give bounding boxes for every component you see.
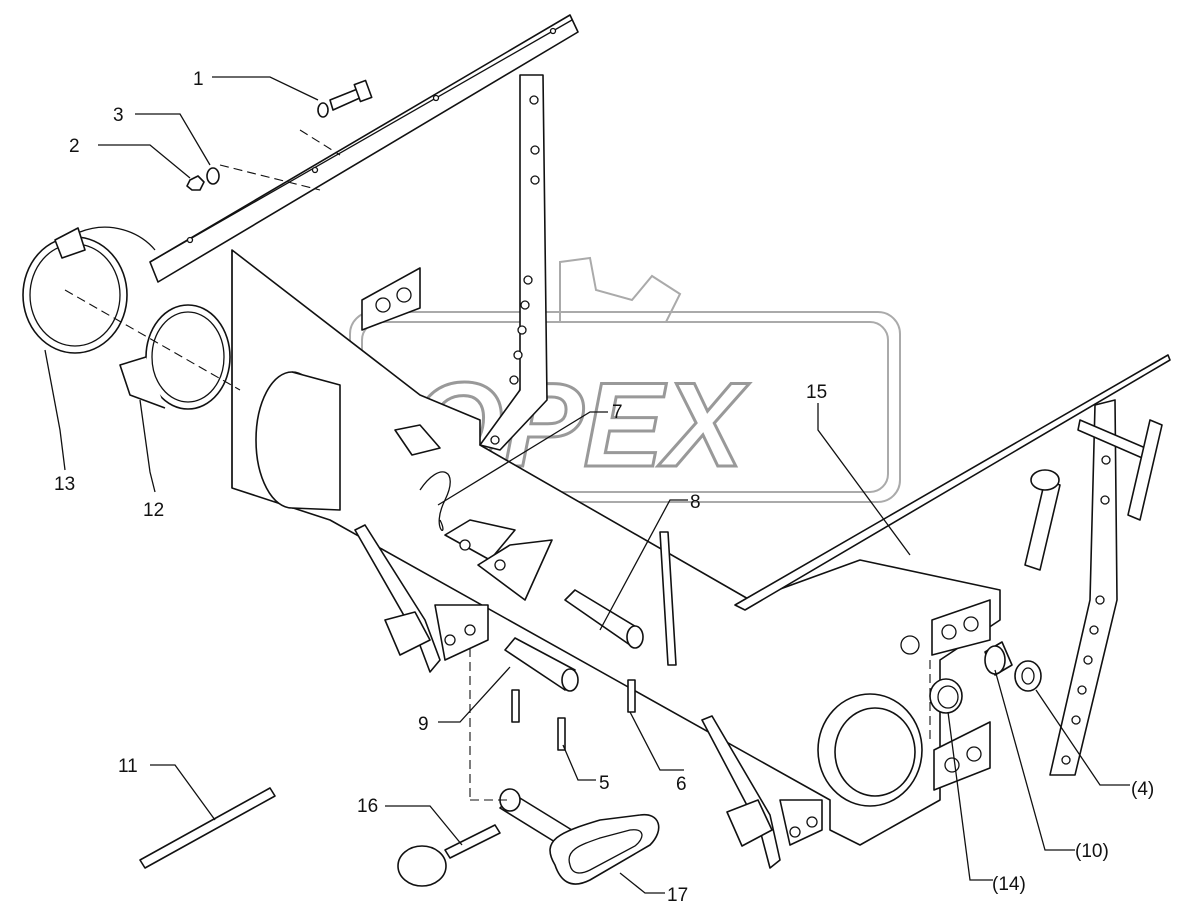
main-frame	[231, 249, 1171, 846]
tube-end-left	[255, 371, 341, 511]
leader-lines	[44, 76, 1130, 894]
bushing-10	[984, 641, 1013, 676]
sleeve-12	[119, 304, 231, 410]
callout-6: 6	[676, 774, 687, 795]
callout-11: 11	[118, 756, 138, 777]
lever-arm-right	[701, 715, 823, 869]
center-brackets	[444, 519, 553, 601]
bushing-14	[929, 678, 963, 714]
perforated-strip-right	[1049, 399, 1118, 776]
arm-brackets-right	[1024, 419, 1163, 571]
callout-3: 3	[113, 105, 124, 126]
callout-8: 8	[690, 492, 701, 513]
plate-top-left	[361, 267, 421, 331]
callout-12: 12	[143, 500, 164, 521]
frame-hole	[900, 635, 920, 655]
linch-pin-16	[397, 824, 501, 887]
callout-14: (14)	[992, 874, 1026, 895]
perforated-strip-top	[479, 74, 548, 451]
callout-9: 9	[418, 714, 429, 735]
washer-3	[206, 167, 220, 185]
top-angle-bar	[149, 14, 579, 283]
bolt-1	[317, 79, 373, 118]
callout-10: (10)	[1075, 841, 1109, 862]
callouts: 1 2 3 (4) 5 6 7 8 9 (10) 11 12 13 (14) 1…	[54, 69, 1154, 906]
callout-16: 16	[357, 796, 378, 817]
washer-4	[1014, 660, 1042, 692]
callout-4: (4)	[1131, 779, 1154, 800]
pin-8	[564, 589, 644, 649]
callout-5: 5	[599, 773, 610, 794]
flat-bar-8	[659, 531, 677, 666]
rod-11	[139, 787, 276, 869]
callout-17: 17	[667, 885, 688, 906]
roll-pins	[511, 679, 636, 751]
callout-15: 15	[806, 382, 827, 403]
callout-2: 2	[69, 136, 80, 157]
lever-arm-left	[354, 524, 489, 673]
pin-9	[504, 637, 579, 692]
tube-end-right	[817, 693, 923, 807]
hitch-pin-17	[499, 788, 660, 885]
centerlines	[64, 129, 931, 801]
plate-right-upper	[931, 599, 991, 656]
callout-7: 7	[612, 402, 623, 423]
callout-13: 13	[54, 474, 75, 495]
nut-2	[186, 175, 205, 191]
hose-clamp-13	[22, 226, 156, 354]
plate-right-lower	[933, 721, 991, 791]
callout-1: 1	[193, 69, 204, 90]
